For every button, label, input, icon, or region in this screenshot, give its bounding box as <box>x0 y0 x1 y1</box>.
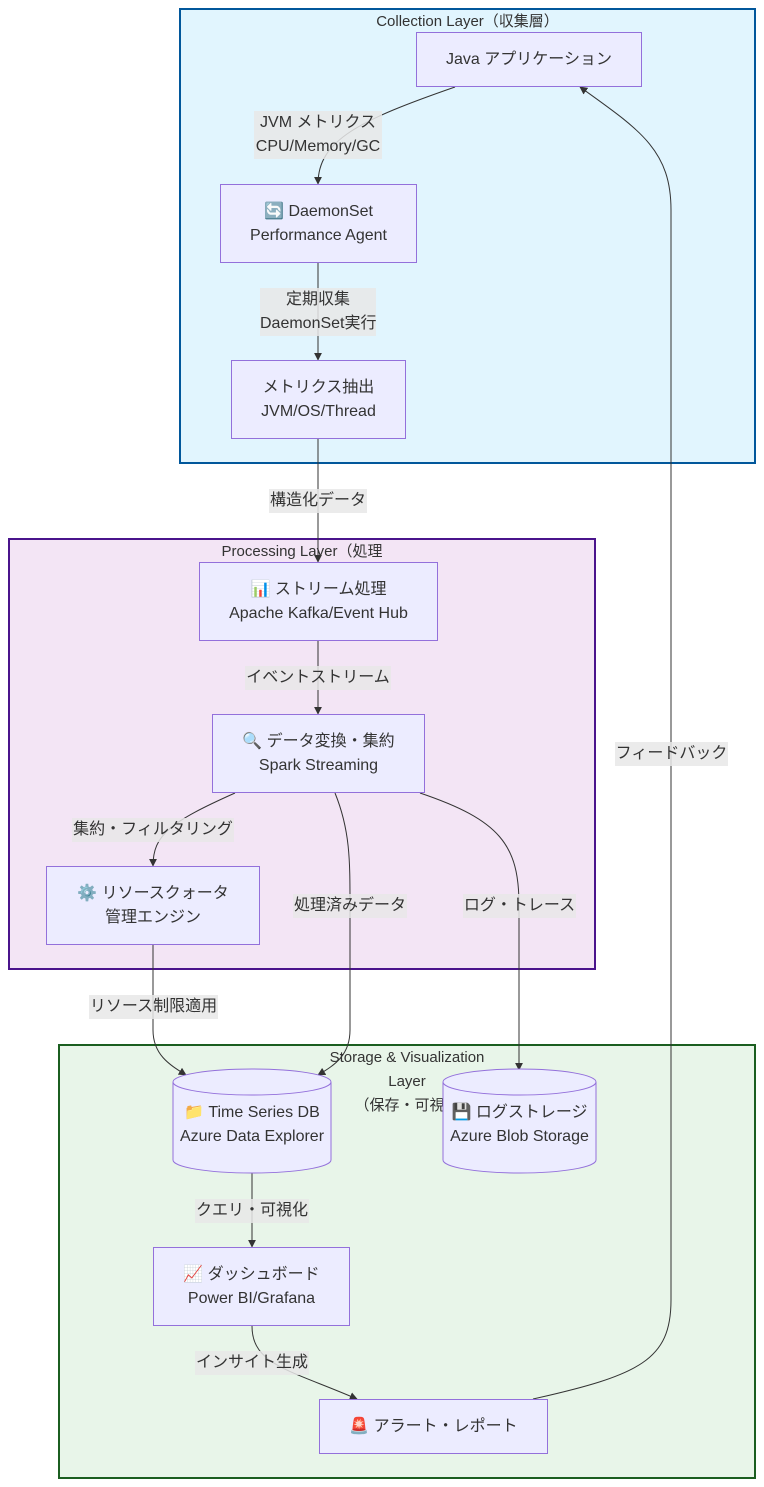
log-storage-sublabel: Azure Blob Storage <box>450 1128 589 1145</box>
storage-cylinder-shape <box>442 1068 597 1174</box>
trend-chart-icon: 📈 <box>183 1265 204 1283</box>
siren-icon: 🚨 <box>349 1417 370 1435</box>
edge-label-processed: 処理済みデータ <box>293 894 407 918</box>
bar-chart-icon: 📊 <box>250 580 271 598</box>
time-series-db-label: Time Series DB <box>208 1104 320 1121</box>
edge-label-aggregate-filter: 集約・フィルタリング <box>72 818 234 842</box>
log-storage-node[interactable]: 💾 ログストレージ Azure Blob Storage <box>442 1068 597 1174</box>
database-cylinder-shape <box>172 1068 332 1174</box>
daemonset-label: DaemonSet <box>288 202 373 220</box>
alert-report-node[interactable]: 🚨 アラート・レポート <box>319 1399 548 1454</box>
java-app-label: Java アプリケーション <box>446 50 612 68</box>
resource-quota-node[interactable]: ⚙️ リソースクォータ 管理エンジン <box>46 866 260 945</box>
storage-layer-title-line3: （保存・可視化 <box>354 1097 460 1114</box>
log-storage-label: ログストレージ <box>475 1104 588 1121</box>
edge-label-event-stream: イベントストリーム <box>245 666 391 690</box>
storage-layer-title-line2: Layer <box>388 1073 426 1090</box>
data-transform-label: データ変換・集約 <box>266 732 395 750</box>
resource-quota-label: リソースクォータ <box>101 884 229 902</box>
edge-transform-to-logstore <box>419 792 523 1071</box>
edge-label-query-visual: クエリ・可視化 <box>195 1199 309 1223</box>
folder-icon: 📁 <box>184 1104 205 1121</box>
stream-processing-sublabel: Apache Kafka/Event Hub <box>229 604 408 622</box>
daemonset-node[interactable]: 🔄 DaemonSet Performance Agent <box>220 184 417 263</box>
processing-layer-title: Processing Layer（処理 <box>221 543 383 560</box>
metrics-extract-node[interactable]: メトリクス抽出 JVM/OS/Thread <box>231 360 406 439</box>
gear-icon: ⚙️ <box>77 884 98 902</box>
data-transform-node[interactable]: 🔍 データ変換・集約 Spark Streaming <box>212 714 425 793</box>
floppy-disk-icon: 💾 <box>451 1104 472 1121</box>
refresh-icon: 🔄 <box>264 202 284 220</box>
time-series-db-node[interactable]: 📁 Time Series DB Azure Data Explorer <box>172 1068 332 1174</box>
resource-quota-sublabel: 管理エンジン <box>104 908 201 926</box>
edge-label-jvm-metrics: JVM メトリクス CPU/Memory/GC <box>254 111 382 159</box>
edge-alert-to-java-feedback <box>532 86 672 1400</box>
edge-transform-to-tsdb <box>317 792 351 1076</box>
edge-label-resource-limit: リソース制限適用 <box>89 995 218 1019</box>
java-app-node[interactable]: Java アプリケーション <box>416 32 642 87</box>
stream-processing-label: ストリーム処理 <box>274 580 387 598</box>
edge-quota-to-tsdb <box>152 945 187 1076</box>
daemonset-sublabel: Performance Agent <box>250 226 387 244</box>
stream-processing-node[interactable]: 📊 ストリーム処理 Apache Kafka/Event Hub <box>199 562 438 641</box>
storage-layer-title-line1: Storage & Visualization <box>329 1049 485 1066</box>
dashboard-label: ダッシュボード <box>207 1265 320 1283</box>
edge-label-insight: インサイト生成 <box>195 1351 309 1375</box>
edge-label-feedback: フィードバック <box>615 742 728 766</box>
edge-label-structured: 構造化データ <box>269 489 367 513</box>
magnifier-icon: 🔍 <box>242 732 263 750</box>
alert-report-label: アラート・レポート <box>373 1417 518 1435</box>
dashboard-node[interactable]: 📈 ダッシュボード Power BI/Grafana <box>153 1247 350 1326</box>
edge-label-log-trace: ログ・トレース <box>463 894 576 918</box>
metrics-extract-sublabel: JVM/OS/Thread <box>261 402 376 420</box>
collection-layer-title: Collection Layer（収集層） <box>376 13 559 30</box>
time-series-db-sublabel: Azure Data Explorer <box>179 1128 325 1145</box>
metrics-extract-label: メトリクス抽出 <box>262 378 375 396</box>
data-transform-sublabel: Spark Streaming <box>258 756 379 774</box>
edge-label-periodic: 定期収集 DaemonSet実行 <box>260 288 377 336</box>
dashboard-sublabel: Power BI/Grafana <box>187 1289 316 1307</box>
